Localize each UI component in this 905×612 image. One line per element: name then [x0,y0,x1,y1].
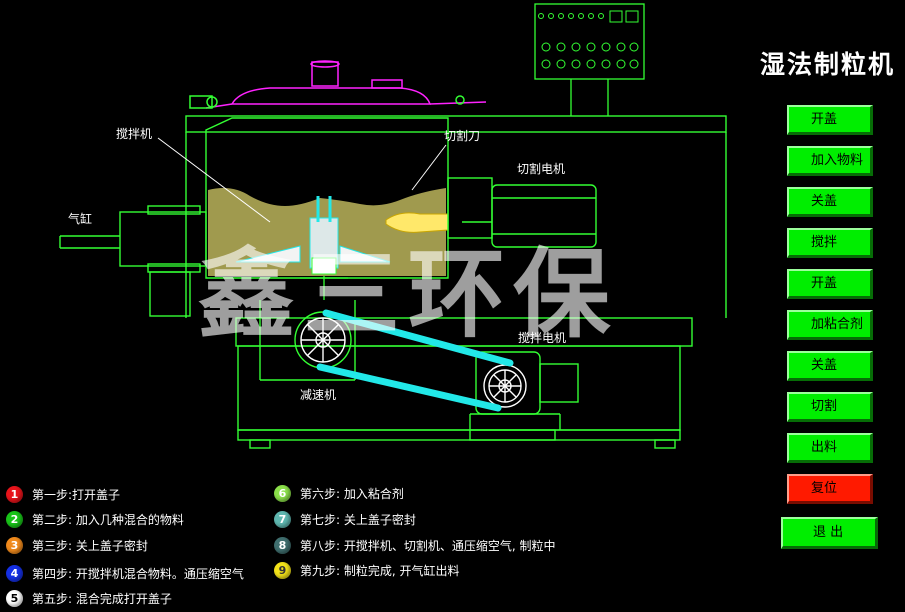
step-text: 第三步: 关上盖子密封 [32,539,148,553]
close-lid-2-button[interactable]: 关盖 [787,351,873,381]
step-number-badge: 3 [6,537,23,554]
step-number-badge: 8 [274,537,291,554]
step-number-badge: 6 [274,485,291,502]
motor-pulley [483,364,527,408]
step-text: 第二步: 加入几种混合的物料 [32,513,184,527]
step-number-badge: 4 [6,565,23,582]
step-number-badge: 9 [274,562,291,579]
step-5: 5 第五步: 混合完成打开盖子 [6,590,172,607]
air-cylinder [59,205,207,317]
control-panel-box [534,3,645,116]
step-number-badge: 7 [274,511,291,528]
cutter-motor [447,177,597,248]
step-2: 2 第二步: 加入几种混合的物料 [6,511,184,528]
step-number-badge: 2 [6,511,23,528]
label-stirrer: 搅拌机 [116,127,153,141]
exit-button[interactable]: 退 出 [781,517,878,549]
step-7: 7 第七步: 关上盖子密封 [274,511,416,528]
cut-button[interactable]: 切割 [787,392,873,422]
label-cutter-motor: 切割电机 [517,162,566,176]
vessel-lid [189,60,487,109]
drive-belt [316,309,514,412]
mixing-vessel [205,117,449,300]
step-text: 第七步: 关上盖子密封 [300,513,416,527]
step-6: 6 第六步: 加入粘合剂 [274,485,404,502]
step-text: 第四步: 开搅拌机混合物料。通压缩空气 [32,567,244,581]
step-1: 1 第一步:打开盖子 [6,486,120,503]
reset-button[interactable]: 复位 [787,474,873,504]
label-stir-motor: 搅拌电机 [518,331,567,345]
step-text: 第九步: 制粒完成, 开气缸出料 [300,564,460,578]
step-text: 第五步: 混合完成打开盖子 [32,592,172,606]
step-text: 第一步:打开盖子 [32,488,121,502]
open-lid-button[interactable]: 开盖 [787,105,873,135]
add-binder-button[interactable]: 加粘合剂 [787,310,873,340]
label-air-cylinder: 气缸 [68,212,93,226]
add-material-button[interactable]: 加入物料 [787,146,873,176]
step-8: 8 第八步: 开搅拌机、切割机、通压缩空气, 制粒中 [274,537,556,554]
step-3: 3 第三步: 关上盖子密封 [6,537,148,554]
label-cutter-knife: 切割刀 [444,129,481,143]
step-number-badge: 1 [6,486,23,503]
step-text: 第六步: 加入粘合剂 [300,487,404,501]
discharge-button[interactable]: 出料 [787,433,873,463]
stir-button[interactable]: 搅拌 [787,228,873,258]
step-4: 4 第四步: 开搅拌机混合物料。通压缩空气 [6,565,244,582]
step-number-badge: 5 [6,590,23,607]
open-lid-2-button[interactable]: 开盖 [787,269,873,299]
leader-lines [157,137,447,223]
label-reducer: 减速机 [300,388,337,402]
page-title: 湿法制粒机 [760,50,896,79]
step-9: 9 第九步: 制粒完成, 开气缸出料 [274,562,460,579]
close-lid-button[interactable]: 关盖 [787,187,873,217]
step-text: 第八步: 开搅拌机、切割机、通压缩空气, 制粒中 [300,539,556,553]
